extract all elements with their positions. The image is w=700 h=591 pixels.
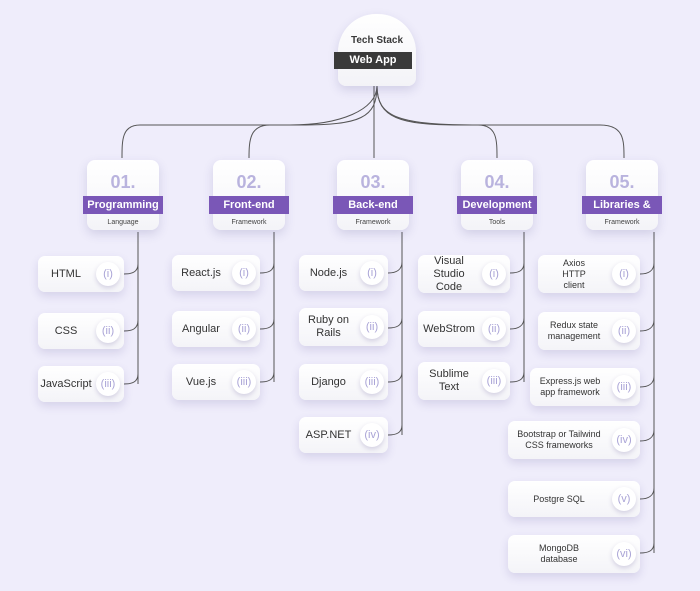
item-index: (i) xyxy=(232,261,256,285)
category-title: Programming xyxy=(83,196,163,214)
item-index: (ii) xyxy=(360,315,384,339)
item-label: Express.js web app framework xyxy=(539,376,601,397)
list-item: HTML (i) xyxy=(38,256,124,292)
list-item: Sublime Text (iii) xyxy=(418,362,510,400)
category-title: Back-end xyxy=(333,196,413,214)
category-subtitle: Framework xyxy=(231,219,267,226)
category-title: Development xyxy=(457,196,537,214)
category-subtitle: Framework xyxy=(355,219,391,226)
category-development-tools: 04. Development Tools xyxy=(457,160,537,230)
root-node: Tech Stack Web App xyxy=(334,14,416,86)
item-label: Angular xyxy=(182,322,220,335)
item-label: Ruby on Rails xyxy=(308,314,349,339)
list-item: Django (iii) xyxy=(299,364,388,400)
item-label: Sublime Text xyxy=(429,368,469,393)
item-label: Redux state management xyxy=(547,320,601,341)
item-index: (iv) xyxy=(612,428,636,452)
list-item: Redux state management (ii) xyxy=(538,312,640,350)
list-item: Postgre SQL (v) xyxy=(508,481,640,517)
list-item: Bootstrap or Tailwind CSS frameworks (iv… xyxy=(508,421,640,459)
list-item: ASP.NET (iv) xyxy=(299,417,388,453)
item-index: (iii) xyxy=(360,370,384,394)
item-index: (iii) xyxy=(96,372,120,396)
item-index: (iii) xyxy=(482,369,506,393)
item-index: (ii) xyxy=(612,319,636,343)
category-subtitle: Tools xyxy=(488,219,506,226)
list-item: Node.js (i) xyxy=(299,255,388,291)
item-label: CSS xyxy=(54,324,78,337)
list-item: JavaScript (iii) xyxy=(38,366,124,402)
item-label: WebStrom xyxy=(423,322,475,335)
item-label: React.js xyxy=(181,266,221,279)
item-label: Visual Studio Code xyxy=(433,254,465,293)
category-number: 03. xyxy=(360,172,386,192)
list-item: Ruby on Rails (ii) xyxy=(299,308,388,346)
category-number: 02. xyxy=(236,172,262,192)
item-label: Postgre SQL xyxy=(533,493,585,504)
list-item: CSS (ii) xyxy=(38,313,124,349)
item-index: (i) xyxy=(360,261,384,285)
category-libraries-framework: 05. Libraries & Framework xyxy=(582,160,662,230)
item-index: (iv) xyxy=(360,423,384,447)
list-item: Visual Studio Code (i) xyxy=(418,255,510,293)
item-label: Axios HTTP client xyxy=(562,257,586,290)
root-subtitle: Tech Stack xyxy=(350,35,404,46)
category-number: 04. xyxy=(484,172,510,192)
item-index: (iii) xyxy=(232,370,256,394)
category-subtitle: Framework xyxy=(604,219,640,226)
item-index: (iii) xyxy=(612,375,636,399)
list-item: React.js (i) xyxy=(172,255,260,291)
item-label: HTML xyxy=(51,267,81,280)
list-item: Angular (ii) xyxy=(172,311,260,347)
item-label: Bootstrap or Tailwind CSS frameworks xyxy=(517,429,601,450)
item-index: (vi) xyxy=(612,542,636,566)
item-label: Vue.js xyxy=(185,375,217,388)
category-title: Libraries & xyxy=(582,196,662,214)
item-label: Django xyxy=(311,375,346,388)
category-programming: 01. Programming Language xyxy=(83,160,163,230)
item-index: (ii) xyxy=(232,317,256,341)
item-index: (v) xyxy=(612,487,636,511)
category-back-end: 03. Back-end Framework xyxy=(333,160,413,230)
item-label: JavaScript xyxy=(40,377,92,390)
list-item: MongoDB database (vi) xyxy=(508,535,640,573)
item-label: MongoDB database xyxy=(538,543,580,564)
root-title: Web App xyxy=(334,52,412,69)
item-index: (i) xyxy=(96,262,120,286)
category-number: 05. xyxy=(609,172,635,192)
item-index: (i) xyxy=(482,262,506,286)
item-label: ASP.NET xyxy=(305,428,352,441)
category-title: Front-end xyxy=(209,196,289,214)
category-front-end: 02. Front-end Framework xyxy=(209,160,289,230)
list-item: Vue.js (iii) xyxy=(172,364,260,400)
category-number: 01. xyxy=(110,172,136,192)
list-item: Express.js web app framework (iii) xyxy=(530,368,640,406)
category-subtitle: Language xyxy=(107,219,139,226)
item-index: (i) xyxy=(612,262,636,286)
item-index: (ii) xyxy=(482,317,506,341)
item-index: (ii) xyxy=(96,319,120,343)
list-item: WebStrom (ii) xyxy=(418,311,510,347)
item-label: Node.js xyxy=(309,266,348,279)
list-item: Axios HTTP client (i) xyxy=(538,255,640,293)
